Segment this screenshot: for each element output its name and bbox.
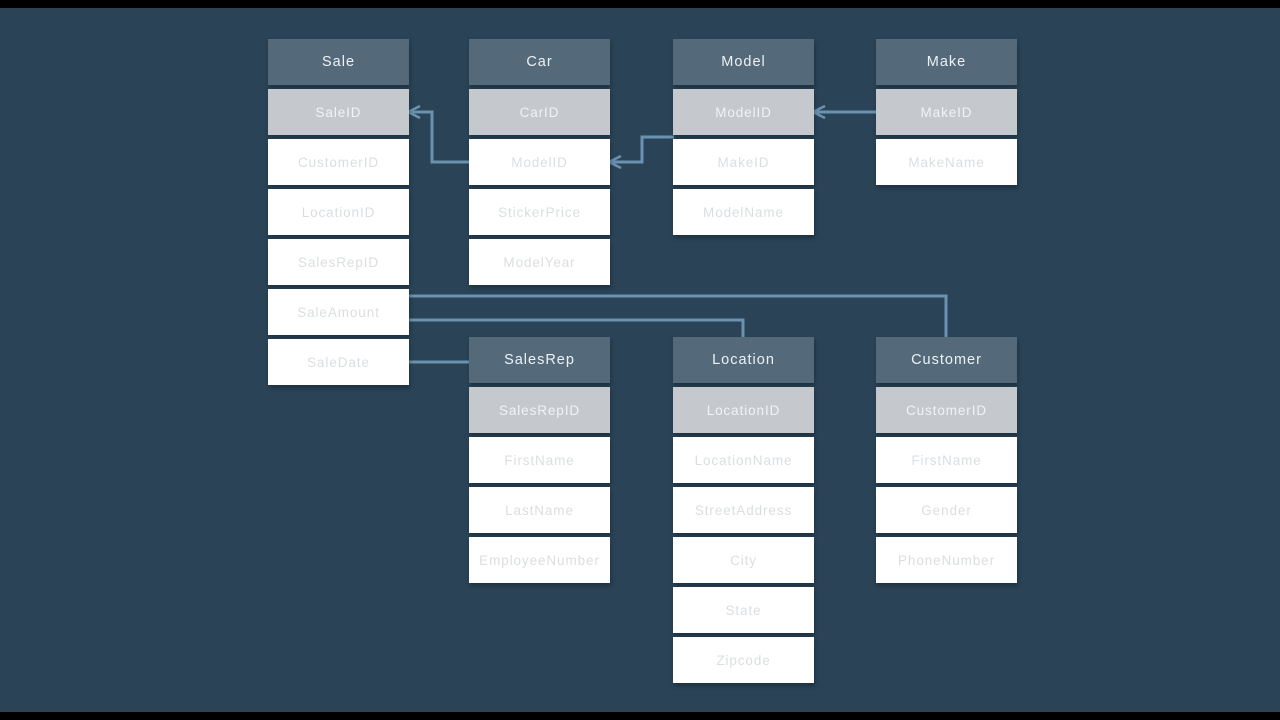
field-model-makeid: MakeID	[673, 139, 814, 185]
field-make-makename: MakeName	[876, 139, 1017, 185]
field-car-modelyear: ModelYear	[469, 239, 610, 285]
connector-sale-to-location	[408, 318, 745, 339]
table-model: Model ModelID MakeID ModelName	[673, 39, 814, 239]
table-make-title: Make	[876, 39, 1017, 85]
field-model-modelid: ModelID	[673, 89, 814, 135]
field-location-locationname: LocationName	[673, 437, 814, 483]
table-customer: Customer CustomerID FirstName Gender Pho…	[876, 337, 1017, 587]
field-location-city: City	[673, 537, 814, 583]
field-make-makeid: MakeID	[876, 89, 1017, 135]
field-salesrep-firstname: FirstName	[469, 437, 610, 483]
table-location-title: Location	[673, 337, 814, 383]
field-sale-locationid: LocationID	[268, 189, 409, 235]
table-make: Make MakeID MakeName	[876, 39, 1017, 189]
letterbox-top-bar	[0, 0, 1280, 8]
table-car: Car CarID ModelID StickerPrice ModelYear	[469, 39, 610, 289]
connector-sale-to-car	[405, 104, 471, 164]
field-sale-saledate: SaleDate	[268, 339, 409, 385]
field-salesrep-employeenumber: EmployeeNumber	[469, 537, 610, 583]
table-sale-title: Sale	[268, 39, 409, 85]
field-location-locationid: LocationID	[673, 387, 814, 433]
table-model-title: Model	[673, 39, 814, 85]
field-car-modelid: ModelID	[469, 139, 610, 185]
field-sale-salesrepid: SalesRepID	[268, 239, 409, 285]
table-customer-title: Customer	[876, 337, 1017, 383]
field-salesrep-lastname: LastName	[469, 487, 610, 533]
field-sale-saleid: SaleID	[268, 89, 409, 135]
field-location-state: State	[673, 587, 814, 633]
field-location-zipcode: Zipcode	[673, 637, 814, 683]
letterbox-bottom-bar	[0, 712, 1280, 720]
field-customer-phonenumber: PhoneNumber	[876, 537, 1017, 583]
field-car-stickerprice: StickerPrice	[469, 189, 610, 235]
field-salesrep-salesrepid: SalesRepID	[469, 387, 610, 433]
field-sale-customerid: CustomerID	[268, 139, 409, 185]
table-salesrep-title: SalesRep	[469, 337, 610, 383]
field-customer-firstname: FirstName	[876, 437, 1017, 483]
table-sale: Sale SaleID CustomerID LocationID SalesR…	[268, 39, 409, 389]
connector-car-to-model	[606, 135, 674, 170]
field-car-carid: CarID	[469, 89, 610, 135]
field-customer-customerid: CustomerID	[876, 387, 1017, 433]
field-location-streetaddress: StreetAddress	[673, 487, 814, 533]
table-salesrep: SalesRep SalesRepID FirstName LastName E…	[469, 337, 610, 587]
field-customer-gender: Gender	[876, 487, 1017, 533]
field-model-modelname: ModelName	[673, 189, 814, 235]
connector-sale-to-customer	[408, 294, 948, 339]
table-car-title: Car	[469, 39, 610, 85]
table-location: Location LocationID LocationName StreetA…	[673, 337, 814, 687]
field-sale-saleamount: SaleAmount	[268, 289, 409, 335]
connector-model-to-make	[810, 104, 877, 120]
